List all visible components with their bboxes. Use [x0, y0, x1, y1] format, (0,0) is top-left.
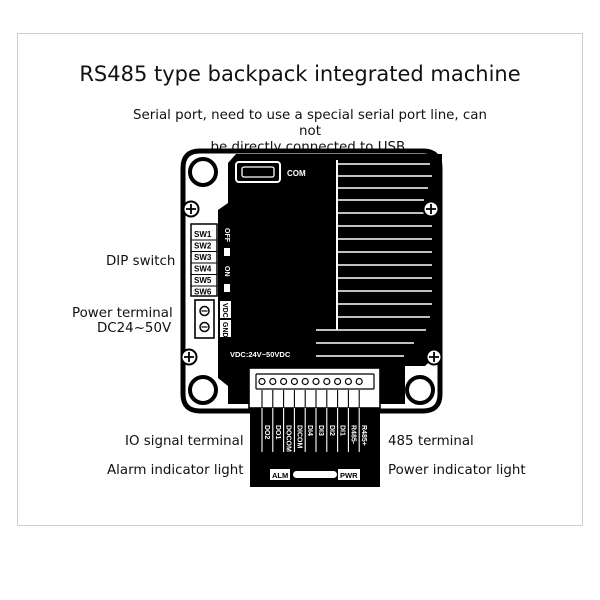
heatsink-edge: [336, 160, 338, 330]
io-pin-label-r485: R485-: [349, 425, 356, 445]
dip-switch-4: SW4: [194, 265, 212, 274]
vdc-text: VDC: [221, 303, 228, 318]
io-pin-label-di1: DI1: [339, 425, 346, 436]
io-connector-slot: [255, 373, 375, 390]
alm-indicator: [270, 469, 290, 480]
dip-off-text: OFF: [223, 228, 230, 243]
io-pin: [301, 377, 309, 386]
vdc-range-text: VDC:24V~50VDC: [230, 350, 291, 359]
dip-switch-2: SW2: [194, 242, 212, 251]
gnd-text: GND: [221, 322, 228, 338]
io-pin: [290, 377, 298, 386]
io-pin: [312, 377, 320, 386]
dip-switch-6: SW6: [194, 288, 212, 297]
io-pin: [280, 377, 288, 386]
pwr-text: PWR: [340, 471, 358, 480]
io-pin-label-docom: DOCOM: [285, 425, 292, 452]
io-pin-label-r485: R485+: [360, 425, 367, 446]
power-voltage-label: DC24~50V: [97, 321, 172, 336]
power-terminal-block: [194, 299, 215, 339]
screw-left-icon: [182, 200, 200, 218]
mount-hole-bottom-right: [405, 375, 435, 405]
pwr-indicator: [338, 469, 360, 480]
dip-switch-1: SW1: [194, 230, 212, 239]
indicator-bar: [293, 471, 337, 478]
io-pin-label-di2: DI2: [328, 425, 335, 436]
subtitle-line-1: Serial port, need to use a special seria…: [133, 108, 487, 139]
dip-switch-block: [190, 223, 218, 297]
rs485-label: 485 terminal: [388, 434, 474, 449]
dip-switch-3: SW3: [194, 253, 212, 262]
power-light-label: Power indicator light: [388, 463, 526, 478]
io-pin-label-dicom: DICOM: [295, 425, 302, 449]
com-text: COM: [287, 169, 306, 178]
io-connector-pins: [258, 377, 363, 386]
io-connector: [248, 367, 381, 409]
dip-switch-5: SW5: [194, 276, 212, 285]
alm-text: ALM: [272, 471, 288, 480]
io-wires: [261, 390, 360, 452]
heatsink-fins: [316, 163, 432, 357]
io-pin-label-di4: DI4: [306, 425, 313, 436]
io-pin: [258, 377, 266, 386]
com-port-inner: [241, 166, 275, 178]
io-pin: [355, 377, 363, 386]
board-body: [218, 154, 442, 404]
io-pin: [344, 377, 352, 386]
io-signal-label: IO signal terminal: [125, 434, 244, 449]
screw-bottom-right-icon: [425, 348, 443, 366]
io-pin: [269, 377, 277, 386]
dip-on-marker: [224, 284, 230, 292]
dip-on-text: ON: [223, 266, 230, 277]
alarm-light-label: Alarm indicator light: [107, 463, 244, 478]
mount-hole-bottom-left: [188, 375, 218, 405]
io-pin-label-do1: DO1: [274, 425, 281, 440]
screw-bottom-left-icon: [180, 348, 198, 366]
io-pin-label-di3: DI3: [317, 425, 324, 436]
power-terminal-label: Power terminal: [72, 306, 173, 321]
gnd-tag: [220, 320, 231, 337]
dip-off-marker: [224, 248, 230, 256]
io-pin: [323, 377, 331, 386]
io-pin: [334, 377, 342, 386]
vdc-tag: [220, 301, 231, 318]
dip-switch-label: DIP switch: [106, 254, 176, 269]
mount-hole-top-left: [188, 157, 218, 187]
screw-right-icon: [422, 200, 440, 218]
diagram-title: RS485 type backpack integrated machine: [79, 62, 521, 86]
figure-frame: [17, 33, 583, 526]
io-pin-label-do2: DO2: [263, 425, 270, 440]
